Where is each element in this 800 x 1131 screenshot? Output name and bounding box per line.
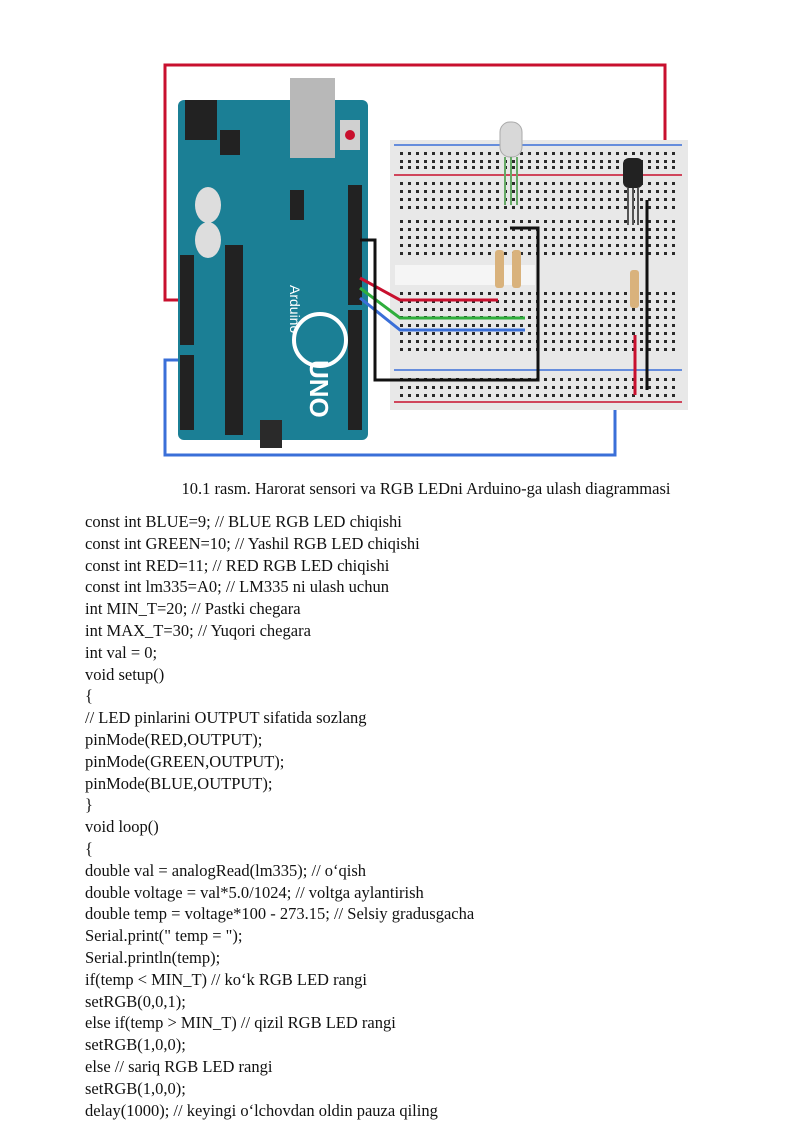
code-line: Serial.println(temp); [85,947,221,967]
code-line: Serial.print(" temp = "); [85,926,243,946]
code-line: void loop() [85,817,159,837]
code-line: pinMode(GREEN,OUTPUT); [85,751,285,771]
board-brand: Arduino [287,285,303,333]
code-line: setRGB(0,0,1); [85,991,186,1011]
arduino-board: UNO Arduino [178,78,368,448]
code-line: { [85,838,93,858]
code-line: pinMode(BLUE,OUTPUT); [85,773,273,793]
blue-led-wire [359,296,525,332]
code-listing: const int BLUE=9; // BLUE RGB LED chiqis… [85,511,474,1121]
red-led-wire [359,276,498,302]
code-line: const int lm335=A0; // LM335 ni ulash uc… [85,577,390,597]
code-line: double temp = voltage*100 - 273.15; // S… [85,904,475,924]
code-line: setRGB(1,0,0); [85,1035,186,1055]
code-line: // LED pinlarini OUTPUT sifatida sozlang [85,708,367,728]
code-line: int MAX_T=30; // Yuqori chegara [85,620,311,640]
code-line: setRGB(1,0,0); [85,1078,186,1098]
code-line: const int RED=11; // RED RGB LED chiqish… [85,555,390,575]
ground-wire [360,226,540,382]
code-line: const int GREEN=10; // Yashil RGB LED ch… [85,533,420,553]
code-line: if(temp < MIN_T) // ko‘k RGB LED rangi [85,969,367,989]
green-led-wire [359,286,525,320]
code-line: const int BLUE=9; // BLUE RGB LED chiqis… [85,512,402,531]
code-line: { [85,686,93,706]
code-line: double val = analogRead(lm335); // o‘qis… [85,860,367,880]
code-line: pinMode(RED,OUTPUT); [85,729,263,749]
resistors [495,250,639,308]
wiring-diagram: UNO Arduino [163,63,688,457]
code-line: double voltage = val*5.0/1024; // voltga… [85,882,424,902]
code-line: else if(temp > MIN_T) // qizil RGB LED r… [85,1013,396,1033]
code-line: delay(1000); // keyingi o‘lchovdan oldin… [85,1100,438,1120]
code-line: int val = 0; [85,642,158,662]
code-line: int MIN_T=20; // Pastki chegara [85,599,301,619]
temperature-sensor [623,158,643,225]
board-label: UNO [304,360,334,418]
figure-caption: 10.1 rasm. Harorat sensori va RGB LEDni … [181,479,671,498]
code-line: void setup() [85,664,165,684]
code-line: } [85,795,93,815]
rgb-led [499,121,523,205]
code-line: else // sariq RGB LED rangi [85,1056,273,1076]
